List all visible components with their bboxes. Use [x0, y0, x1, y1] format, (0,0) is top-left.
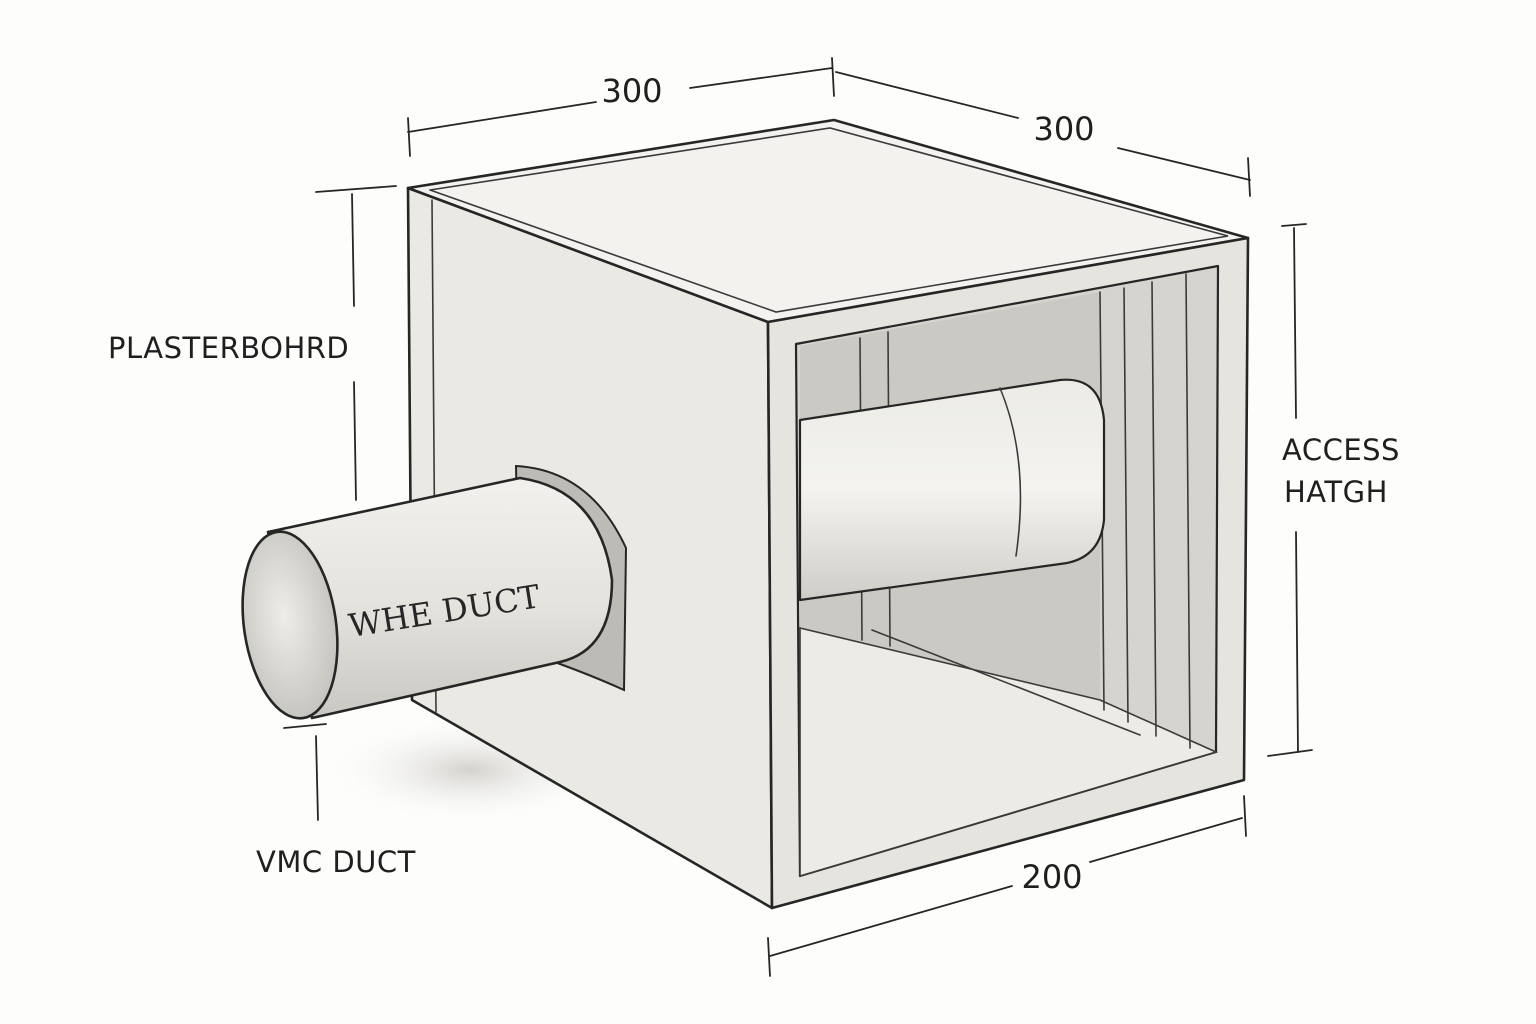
dimension-width-top [407, 57, 835, 157]
vmc-duct-body [266, 476, 614, 720]
opening-floor [799, 626, 1219, 878]
access-hatch-leader [1267, 223, 1313, 757]
dimension-width-bottom-label: 200 [1021, 858, 1082, 896]
plasterboard-label: PLASTERBOHRD [108, 331, 349, 365]
access-hatch-label-line2: HATGH [1284, 475, 1388, 509]
access-hatch-label-line1: ACCESS [1282, 433, 1400, 467]
dimension-width-bottom [767, 795, 1247, 977]
vmc-duct-end-cap [241, 530, 339, 720]
rail-4 [1185, 273, 1191, 749]
rail-2 [1123, 287, 1129, 723]
dimension-depth-top [835, 71, 1251, 197]
vmc-duct-leader [283, 723, 327, 821]
rail-3 [1151, 281, 1157, 737]
plasterboard-leader [315, 185, 397, 501]
inner-duct-section [798, 378, 1106, 602]
dimension-width-top-label: 300 [601, 72, 662, 110]
vmc-duct-label: VMC DUCT [256, 845, 416, 879]
dimension-depth-top-label: 300 [1033, 110, 1094, 148]
inner-duct-joint [999, 387, 1022, 557]
top-face-trim [429, 127, 1229, 313]
floor-edge-line [871, 629, 1141, 736]
